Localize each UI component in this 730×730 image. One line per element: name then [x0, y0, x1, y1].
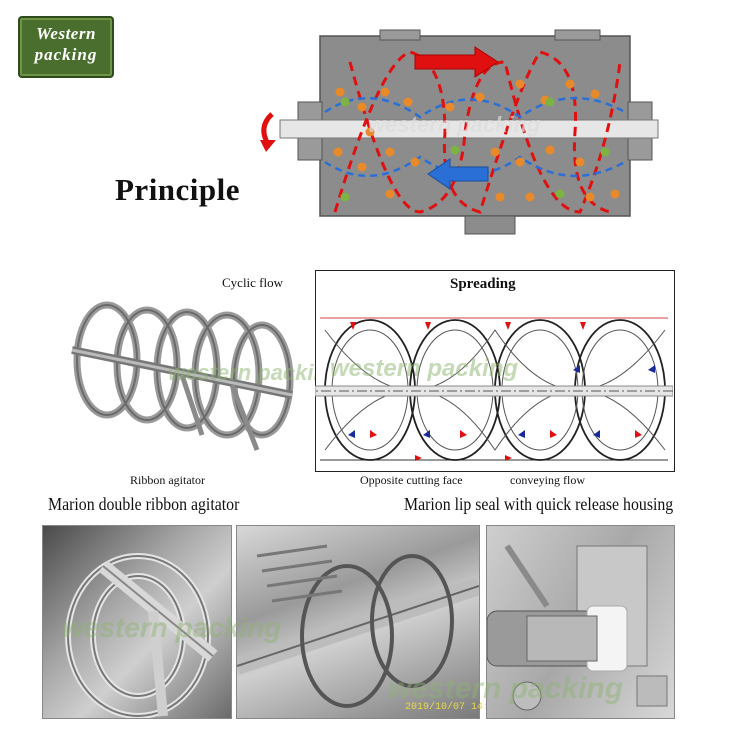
principle-diagram: [260, 29, 659, 235]
label-conveying-flow: conveying flow: [510, 473, 585, 487]
rotation-arrow: [261, 112, 274, 146]
conveying-arrow-red: [414, 46, 499, 78]
watermark-principle: western packing: [368, 112, 541, 137]
blue-flow-path-bottom: [324, 155, 626, 178]
watermark-photo-right: western packing: [388, 672, 624, 705]
label-cyclic-flow: Cyclic flow: [222, 275, 284, 290]
ribbon-agitator-drawing: [71, 301, 294, 451]
inlet-flange-right: [554, 29, 601, 41]
label-spreading: Spreading: [450, 276, 516, 292]
agitator-shaft: [279, 119, 659, 139]
photo-lip-seal: [486, 525, 675, 719]
photo-mixer-interior: [236, 525, 480, 719]
watermark-agitator: western packing: [168, 360, 341, 385]
blue-flow-path-top: [324, 96, 626, 119]
return-arrow-blue: [427, 158, 489, 190]
inlet-flange-left: [379, 29, 421, 41]
watermark-photo-left: western packing: [62, 612, 282, 643]
rotation-arrow-head: [260, 140, 276, 152]
logo-line-1: Western: [36, 24, 96, 43]
spreading-diagram: [315, 317, 673, 461]
outer-ribbon-path: [333, 50, 611, 214]
title-double-ribbon: Marion double ribbon agitator: [48, 494, 240, 514]
spreading-diagram-frame: [315, 270, 675, 472]
principle-title: Principle: [115, 172, 241, 207]
watermark-spreading: western packing: [330, 355, 519, 382]
inner-ribbon-path: [348, 60, 622, 214]
title-lip-seal: Marion lip seal with quick release housi…: [404, 494, 674, 514]
brand-logo: Western packing: [18, 16, 114, 78]
photo-agitator-closeup: [42, 525, 232, 719]
label-opposite-cutting-face: Opposite cutting face: [360, 473, 463, 487]
photo-timestamp: 2019/10/07 14:11: [405, 702, 502, 713]
particles: [333, 79, 620, 202]
discharge-outlet: [464, 215, 516, 235]
label-ribbon-agitator: Ribbon agitator: [130, 473, 205, 487]
logo-line-2: packing: [34, 45, 98, 64]
